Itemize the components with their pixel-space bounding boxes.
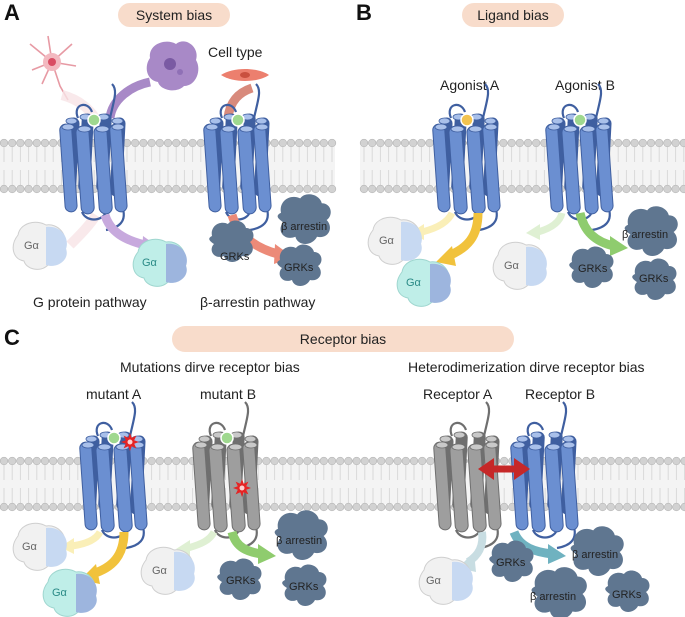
grks-label: GRKs xyxy=(612,589,642,601)
mutation-icon xyxy=(121,433,139,451)
galpha-label: Gα xyxy=(426,575,442,587)
galpha-protein-gray: Gα xyxy=(367,216,422,265)
panel-b: B Ligand bias Agonist A Agonist B Gα Gα xyxy=(356,0,678,307)
neuron-icon xyxy=(29,35,77,101)
g-protein-pathway-label: G protein pathway xyxy=(33,294,147,310)
beta-arrestin-protein-2: β arrestin xyxy=(570,526,624,576)
receptor-mutant-a xyxy=(79,401,148,550)
agonist-a-label: Agonist A xyxy=(440,77,500,93)
beta-arrestin-protein-3: β arrestin xyxy=(530,567,587,617)
arrestin-pathway-label: β-arrestin pathway xyxy=(200,294,315,310)
panel-b-title-pill xyxy=(462,3,564,27)
receptor-b-label: Receptor B xyxy=(525,386,595,402)
beta-arrestin-protein: β arrestin xyxy=(274,510,328,560)
grks-label: GRKs xyxy=(639,273,669,285)
ligand-icon xyxy=(231,113,245,127)
galpha-protein-gray: Gα xyxy=(12,522,67,571)
receptor-a xyxy=(433,401,502,550)
grks-label: GRKs xyxy=(578,263,608,275)
galpha-label: Gα xyxy=(24,240,40,252)
grk-protein: GRKs xyxy=(209,220,254,263)
ligand-icon xyxy=(87,113,101,127)
g-protein-arrow xyxy=(100,213,147,250)
galpha-protein-teal: Gα xyxy=(132,238,187,287)
panel-c-title-pill xyxy=(172,326,514,352)
grks-label: GRKs xyxy=(284,262,314,274)
galpha-label: Gα xyxy=(142,257,158,269)
galpha-protein-teal: Gα xyxy=(396,258,451,307)
galpha-label: Gα xyxy=(52,587,68,599)
panel-c-title: Receptor bias xyxy=(300,331,386,347)
green-arrow xyxy=(575,211,616,251)
galpha-protein-gray-2: Gα xyxy=(140,546,195,595)
salmon-cell-arrow xyxy=(223,83,254,119)
receptor-b1 xyxy=(432,83,501,232)
beta-arrestin-label: β arrestin xyxy=(281,221,327,233)
purple-cell-arrow xyxy=(105,77,152,119)
grk-protein-4: GRKs xyxy=(605,570,650,612)
grks-label: GRKs xyxy=(220,251,250,263)
grks-label: GRKs xyxy=(289,581,319,593)
grks-label: GRKs xyxy=(226,575,256,587)
panel-a-title-pill xyxy=(118,3,230,27)
ligand-icon xyxy=(220,431,234,445)
lipid-bilayer xyxy=(0,138,337,194)
panel-b-title: Ligand bias xyxy=(477,7,549,23)
ligand-icon xyxy=(107,431,121,445)
receptor-a1 xyxy=(59,83,128,232)
receptor-b xyxy=(510,401,579,550)
panel-a-letter: A xyxy=(4,0,20,25)
panel-c-letter: C xyxy=(4,325,20,350)
mutant-b-label: mutant B xyxy=(200,386,256,402)
receptor-a2 xyxy=(203,83,272,232)
beta-arrestin-label: β arrestin xyxy=(530,591,576,603)
mutant-a-label: mutant A xyxy=(86,386,142,402)
panel-a-title: System bias xyxy=(136,7,212,23)
panel-a: A System bias Cell type xyxy=(4,0,331,310)
cell-type-label: Cell type xyxy=(208,44,263,60)
grk-protein-2: GRKs xyxy=(277,244,322,286)
mutation-icon xyxy=(233,479,251,497)
grks-label: GRKs xyxy=(496,557,526,569)
panel-b-letter: B xyxy=(356,0,372,25)
galpha-label: Gα xyxy=(406,277,422,289)
agonist-b-label: Agonist B xyxy=(555,77,615,93)
receptor-a-label: Receptor A xyxy=(423,386,493,402)
galpha-protein-gray-2: Gα xyxy=(492,241,547,290)
macrophage-icon xyxy=(146,41,199,91)
galpha-label: Gα xyxy=(152,565,168,577)
grk-protein-3: GRKs xyxy=(489,540,534,582)
ligand-icon xyxy=(573,113,587,127)
beta-arrestin-label: β arrestin xyxy=(622,229,668,241)
receptor-b2 xyxy=(545,83,614,232)
beta-arrestin-label: β arrestin xyxy=(572,549,618,561)
grk-protein-2: GRKs xyxy=(282,564,327,606)
beta-arrestin-label: β arrestin xyxy=(276,535,322,547)
galpha-label: Gα xyxy=(22,541,38,553)
right-subtitle: Heterodimerization dirve receptor bias xyxy=(408,359,645,375)
galpha-protein-teal: Gα xyxy=(42,568,97,617)
galpha-protein-gray-3: Gα xyxy=(418,556,473,605)
ligand-icon xyxy=(460,113,474,127)
grk-protein: GRKs xyxy=(217,558,262,600)
spindle-cell-icon xyxy=(221,69,269,81)
galpha-protein-gray: Gα xyxy=(12,221,67,270)
grk-protein: GRKs xyxy=(569,246,614,288)
galpha-label: Gα xyxy=(379,235,395,247)
lipid-bilayer xyxy=(359,138,685,194)
beta-arrestin-protein: β arrestin xyxy=(277,194,331,244)
beta-arrestin-protein: β arrestin xyxy=(622,206,678,256)
grk-protein-2: GRKs xyxy=(632,258,677,300)
left-subtitle: Mutations dirve receptor bias xyxy=(120,359,300,375)
dimerization-arrow xyxy=(478,458,530,480)
panel-c: C Receptor bias Mutations dirve receptor… xyxy=(4,325,650,617)
teal-arrow xyxy=(509,530,553,559)
galpha-label: Gα xyxy=(504,260,520,272)
receptor-mutant-b xyxy=(192,401,261,550)
